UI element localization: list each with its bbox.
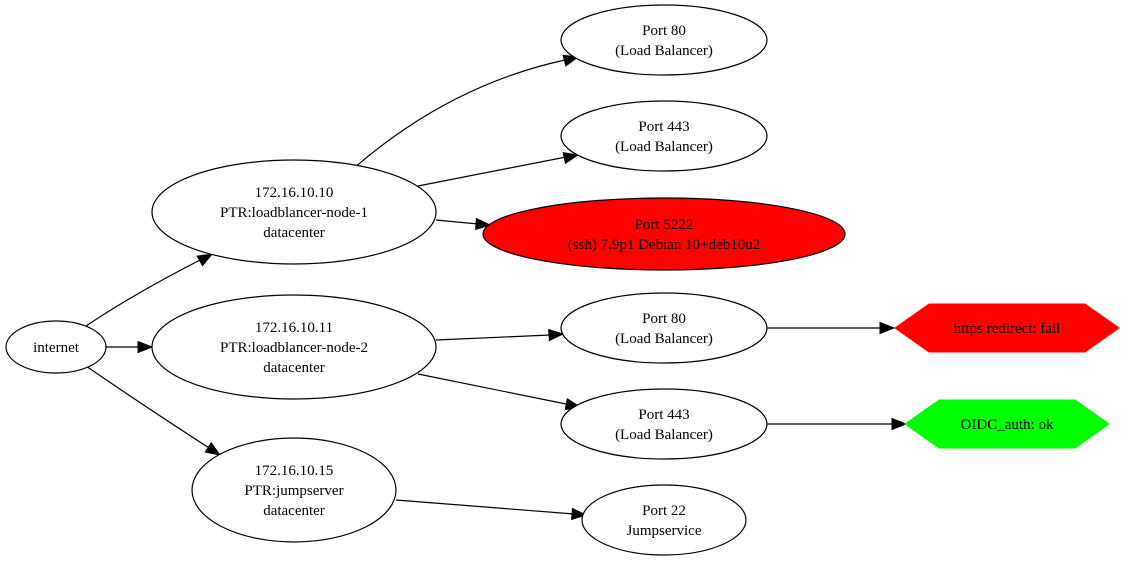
arrowhead-icon bbox=[562, 151, 580, 165]
edge-host2-to-h2_port80 bbox=[435, 328, 565, 342]
node-h3-port22[interactable]: Port 22 Jumpservice bbox=[581, 484, 747, 556]
node-shape bbox=[191, 437, 397, 543]
node-label-line: (Load Balancer) bbox=[615, 427, 713, 443]
arrowhead-icon bbox=[548, 328, 565, 342]
edge-h2_port443-to-check_oidc bbox=[767, 417, 908, 431]
node-check-https[interactable]: https redirect: fail bbox=[894, 303, 1120, 353]
node-label-line: PTR:loadblancer-node-1 bbox=[220, 205, 368, 221]
node-label-line: datacenter bbox=[263, 503, 325, 519]
arrowhead-icon bbox=[196, 253, 214, 267]
edge-host3-to-h3_port22 bbox=[395, 499, 588, 521]
edge-line bbox=[435, 219, 479, 225]
node-h1-port80[interactable]: Port 80 (Load Balancer) bbox=[560, 4, 768, 76]
edge-host1-to-h1_port80 bbox=[353, 54, 580, 169]
node-internet[interactable]: internet bbox=[5, 320, 107, 374]
node-label-line: internet bbox=[33, 340, 80, 356]
node-label-line: Port 5222 bbox=[635, 217, 694, 233]
arrowhead-icon bbox=[204, 441, 222, 456]
node-shape bbox=[560, 100, 768, 172]
node-label-line: (Load Balancer) bbox=[615, 43, 713, 59]
nodes-layer: internet 172.16.10.10PTR:loadblancer-node… bbox=[5, 4, 1120, 556]
node-shape bbox=[151, 294, 437, 400]
node-h1-port5222[interactable]: Port 5222 (ssh) 7.9p1 Debian 10+deb10u2 bbox=[482, 197, 846, 271]
node-h1-port443[interactable]: Port 443 (Load Balancer) bbox=[560, 100, 768, 172]
node-label-line: OIDC_auth: ok bbox=[961, 417, 1054, 433]
node-shape bbox=[560, 292, 768, 364]
node-label-line: https redirect: fail bbox=[954, 321, 1061, 337]
arrowhead-icon bbox=[879, 321, 896, 335]
edge-line bbox=[85, 253, 213, 327]
node-shape-hexagon bbox=[894, 303, 1120, 353]
edges-layer bbox=[85, 54, 908, 521]
edge-host1-to-h1_port443 bbox=[417, 151, 580, 187]
node-shape-hexagon bbox=[904, 399, 1110, 449]
arrowhead-icon bbox=[475, 217, 492, 231]
node-label-line: Port 443 bbox=[638, 119, 689, 135]
edge-line bbox=[435, 334, 551, 341]
edge-host1-to-h1_port5222 bbox=[435, 217, 492, 231]
arrowhead-icon bbox=[891, 417, 908, 431]
node-label-line: PTR:loadblancer-node-2 bbox=[220, 340, 368, 356]
edge-line bbox=[85, 365, 221, 456]
node-label-line: 172.16.10.10 bbox=[255, 185, 334, 201]
node-label-line: (Load Balancer) bbox=[615, 331, 713, 347]
node-shape bbox=[581, 484, 747, 556]
edge-internet-to-host1 bbox=[85, 253, 214, 327]
node-label-line: Port 22 bbox=[642, 503, 686, 519]
node-h2-port80[interactable]: Port 80 (Load Balancer) bbox=[560, 292, 768, 364]
edge-h2_port80-to-check_https bbox=[767, 321, 896, 335]
edge-host2-to-h2_port443 bbox=[417, 373, 582, 411]
node-shape bbox=[5, 320, 107, 374]
edge-internet-to-host2 bbox=[106, 340, 154, 354]
arrowhead-icon bbox=[571, 507, 588, 521]
edge-line bbox=[417, 156, 567, 187]
node-label-line: Jumpservice bbox=[627, 523, 702, 539]
node-label-line: Port 443 bbox=[638, 407, 689, 423]
node-label-line: (ssh) 7.9p1 Debian 10+deb10u2 bbox=[568, 237, 761, 253]
node-shape bbox=[560, 388, 768, 460]
edge-line bbox=[417, 373, 567, 405]
node-label-line: (Load Balancer) bbox=[615, 139, 713, 155]
edge-line bbox=[353, 59, 566, 169]
node-label-line: datacenter bbox=[263, 360, 325, 376]
edge-line bbox=[395, 499, 575, 515]
node-label-line: 172.16.10.15 bbox=[255, 463, 334, 479]
edge-internet-to-host3 bbox=[85, 365, 222, 456]
node-h2-port443[interactable]: Port 443 (Load Balancer) bbox=[560, 388, 768, 460]
node-label-line: Port 80 bbox=[642, 23, 686, 39]
node-label-line: datacenter bbox=[263, 225, 325, 241]
node-shape bbox=[151, 159, 437, 265]
node-shape bbox=[482, 197, 846, 271]
arrowhead-icon bbox=[137, 340, 154, 354]
node-label-line: Port 80 bbox=[642, 311, 686, 327]
node-label-line: 172.16.10.11 bbox=[255, 320, 333, 336]
node-label-line: PTR:jumpserver bbox=[244, 483, 343, 499]
node-check-oidc[interactable]: OIDC_auth: ok bbox=[904, 399, 1110, 449]
node-shape bbox=[560, 4, 768, 76]
